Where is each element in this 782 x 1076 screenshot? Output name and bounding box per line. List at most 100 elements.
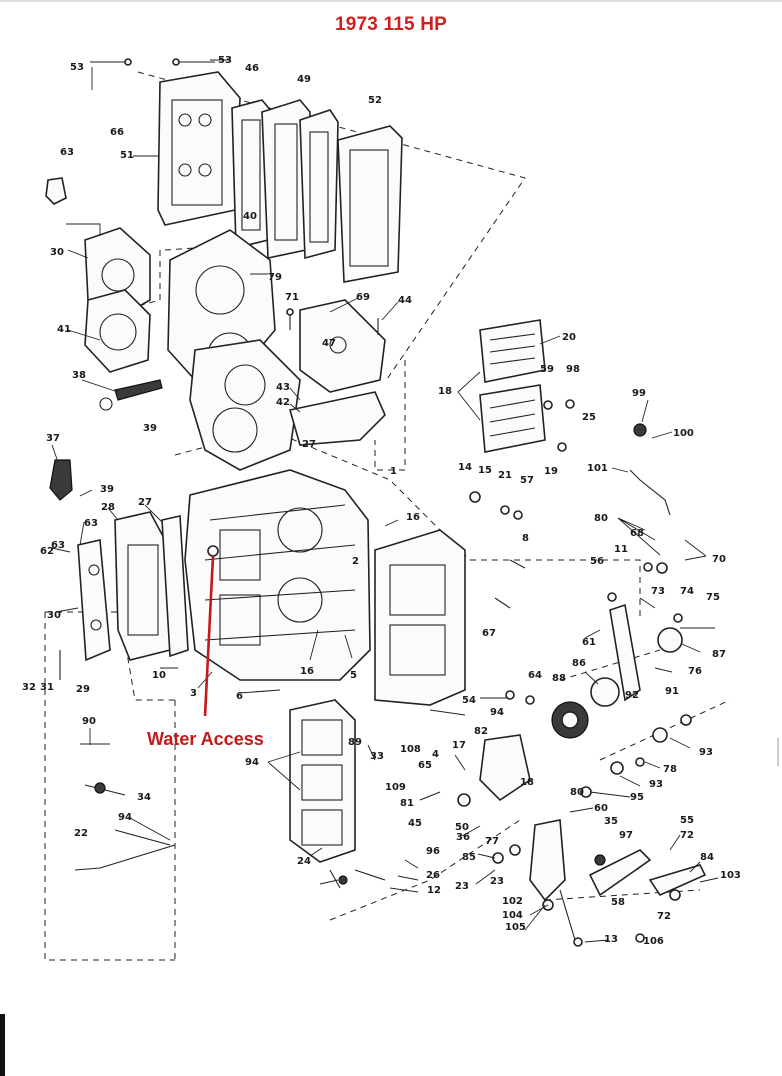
part-number-label: 82 <box>474 726 488 737</box>
part-number-label: 101 <box>587 463 608 474</box>
part-number-label: 95 <box>630 792 644 803</box>
part-number-label: 42 <box>276 397 290 408</box>
part-number-label: 80 <box>594 513 608 524</box>
part-number-label: 47 <box>322 338 336 349</box>
gasket-49b <box>299 109 339 260</box>
part-number-label: 81 <box>400 798 414 809</box>
part-number-label: 18 <box>438 386 452 397</box>
part-number-label: 108 <box>400 744 421 755</box>
part-number-label: 19 <box>544 466 558 477</box>
part-number-label: 18 <box>520 777 534 788</box>
part-number-label: 38 <box>72 370 86 381</box>
part-number-label: 13 <box>604 934 618 945</box>
part-number-label: 8 <box>522 533 529 544</box>
part-number-label: 80 <box>570 787 584 798</box>
part-number-label: 3 <box>190 688 197 699</box>
part-number-label: 99 <box>632 388 646 399</box>
part-number-label: 102 <box>502 896 523 907</box>
part-number-label: 14 <box>458 462 472 473</box>
part-number-label: 53 <box>70 62 84 73</box>
gasket-46 <box>231 99 273 250</box>
part-number-label: 30 <box>47 610 61 621</box>
part-number-label: 26 <box>426 870 440 881</box>
part-number-label: 96 <box>426 846 440 857</box>
part-number-label: 39 <box>143 423 157 434</box>
part-number-label: 39 <box>100 484 114 495</box>
part-number-label: 106 <box>643 936 664 947</box>
spring-88 <box>551 701 589 739</box>
water-access-pointer <box>203 555 215 717</box>
hose-38 <box>99 379 163 411</box>
left-edge-mark <box>0 1014 5 1076</box>
elbow-37 <box>49 459 73 501</box>
part-number-label: 94 <box>118 812 132 823</box>
part-number-label: 1 <box>390 466 397 477</box>
part-number-label: 35 <box>604 816 618 827</box>
part-number-label: 53 <box>218 55 232 66</box>
fitting-99 <box>629 423 671 516</box>
rod-107 <box>559 889 583 947</box>
part-number-label: 93 <box>649 779 663 790</box>
cover-41 <box>84 289 151 373</box>
part-number-label: 25 <box>582 412 596 423</box>
pulley-86 <box>590 677 620 707</box>
part-number-label: 33 <box>370 751 384 762</box>
part-number-label: 109 <box>385 782 406 793</box>
part-number-label: 28 <box>101 502 115 513</box>
part-number-label: 90 <box>82 716 96 727</box>
hardware-bolts <box>59 58 715 943</box>
lever-60 <box>529 819 566 902</box>
part-number-label: 74 <box>680 586 694 597</box>
part-number-label: 6 <box>236 691 243 702</box>
gasket-52 <box>337 125 403 283</box>
part-number-label: 75 <box>706 592 720 603</box>
part-number-label: 98 <box>566 364 580 375</box>
part-number-label: 97 <box>619 830 633 841</box>
part-number-label: 69 <box>356 292 370 303</box>
part-number-label: 72 <box>657 911 671 922</box>
cover-28 <box>114 511 171 661</box>
part-number-label: 2 <box>352 556 359 567</box>
part-number-label: 56 <box>590 556 604 567</box>
part-number-label: 73 <box>651 586 665 597</box>
crankcase-half <box>374 529 466 706</box>
cylinder-head <box>189 339 301 471</box>
power-head-block <box>184 469 371 681</box>
part-number-label: 64 <box>528 670 542 681</box>
part-number-label: 46 <box>245 63 259 74</box>
part-number-label: 89 <box>348 737 362 748</box>
part-number-label: 40 <box>243 211 257 222</box>
part-number-label: 93 <box>699 747 713 758</box>
part-number-label: 86 <box>572 658 586 669</box>
part-number-label: 23 <box>490 876 504 887</box>
intake-manifold-18 <box>289 699 356 863</box>
part-number-label: 92 <box>625 690 639 701</box>
gasket-27 <box>161 515 189 658</box>
part-number-label: 51 <box>120 150 134 161</box>
part-number-label: 94 <box>245 757 259 768</box>
part-number-label: 66 <box>110 127 124 138</box>
part-number-label: 77 <box>485 836 499 847</box>
cam-82 <box>479 734 531 802</box>
part-number-label: 65 <box>418 760 432 771</box>
bypass-cover-30 <box>77 539 111 662</box>
part-number-label: 52 <box>368 95 382 106</box>
part-number-label: 16 <box>300 666 314 677</box>
part-number-label: 20 <box>562 332 576 343</box>
part-number-label: 57 <box>520 475 534 486</box>
part-number-label: 15 <box>478 465 492 476</box>
part-number-label: 11 <box>614 544 628 555</box>
part-number-label: 72 <box>680 830 694 841</box>
part-number-label: 17 <box>452 740 466 751</box>
part-number-label: 105 <box>505 922 526 933</box>
part-number-label: 68 <box>630 528 644 539</box>
link-12 <box>648 864 707 897</box>
throttle-arm <box>609 603 683 702</box>
part-number-label: 34 <box>137 792 151 803</box>
reed-plate-51 <box>157 71 241 226</box>
part-number-label: 63 <box>51 540 65 551</box>
part-number-label: 84 <box>700 852 714 863</box>
part-number-label: 79 <box>268 272 282 283</box>
part-number-label: 32 <box>22 682 36 693</box>
